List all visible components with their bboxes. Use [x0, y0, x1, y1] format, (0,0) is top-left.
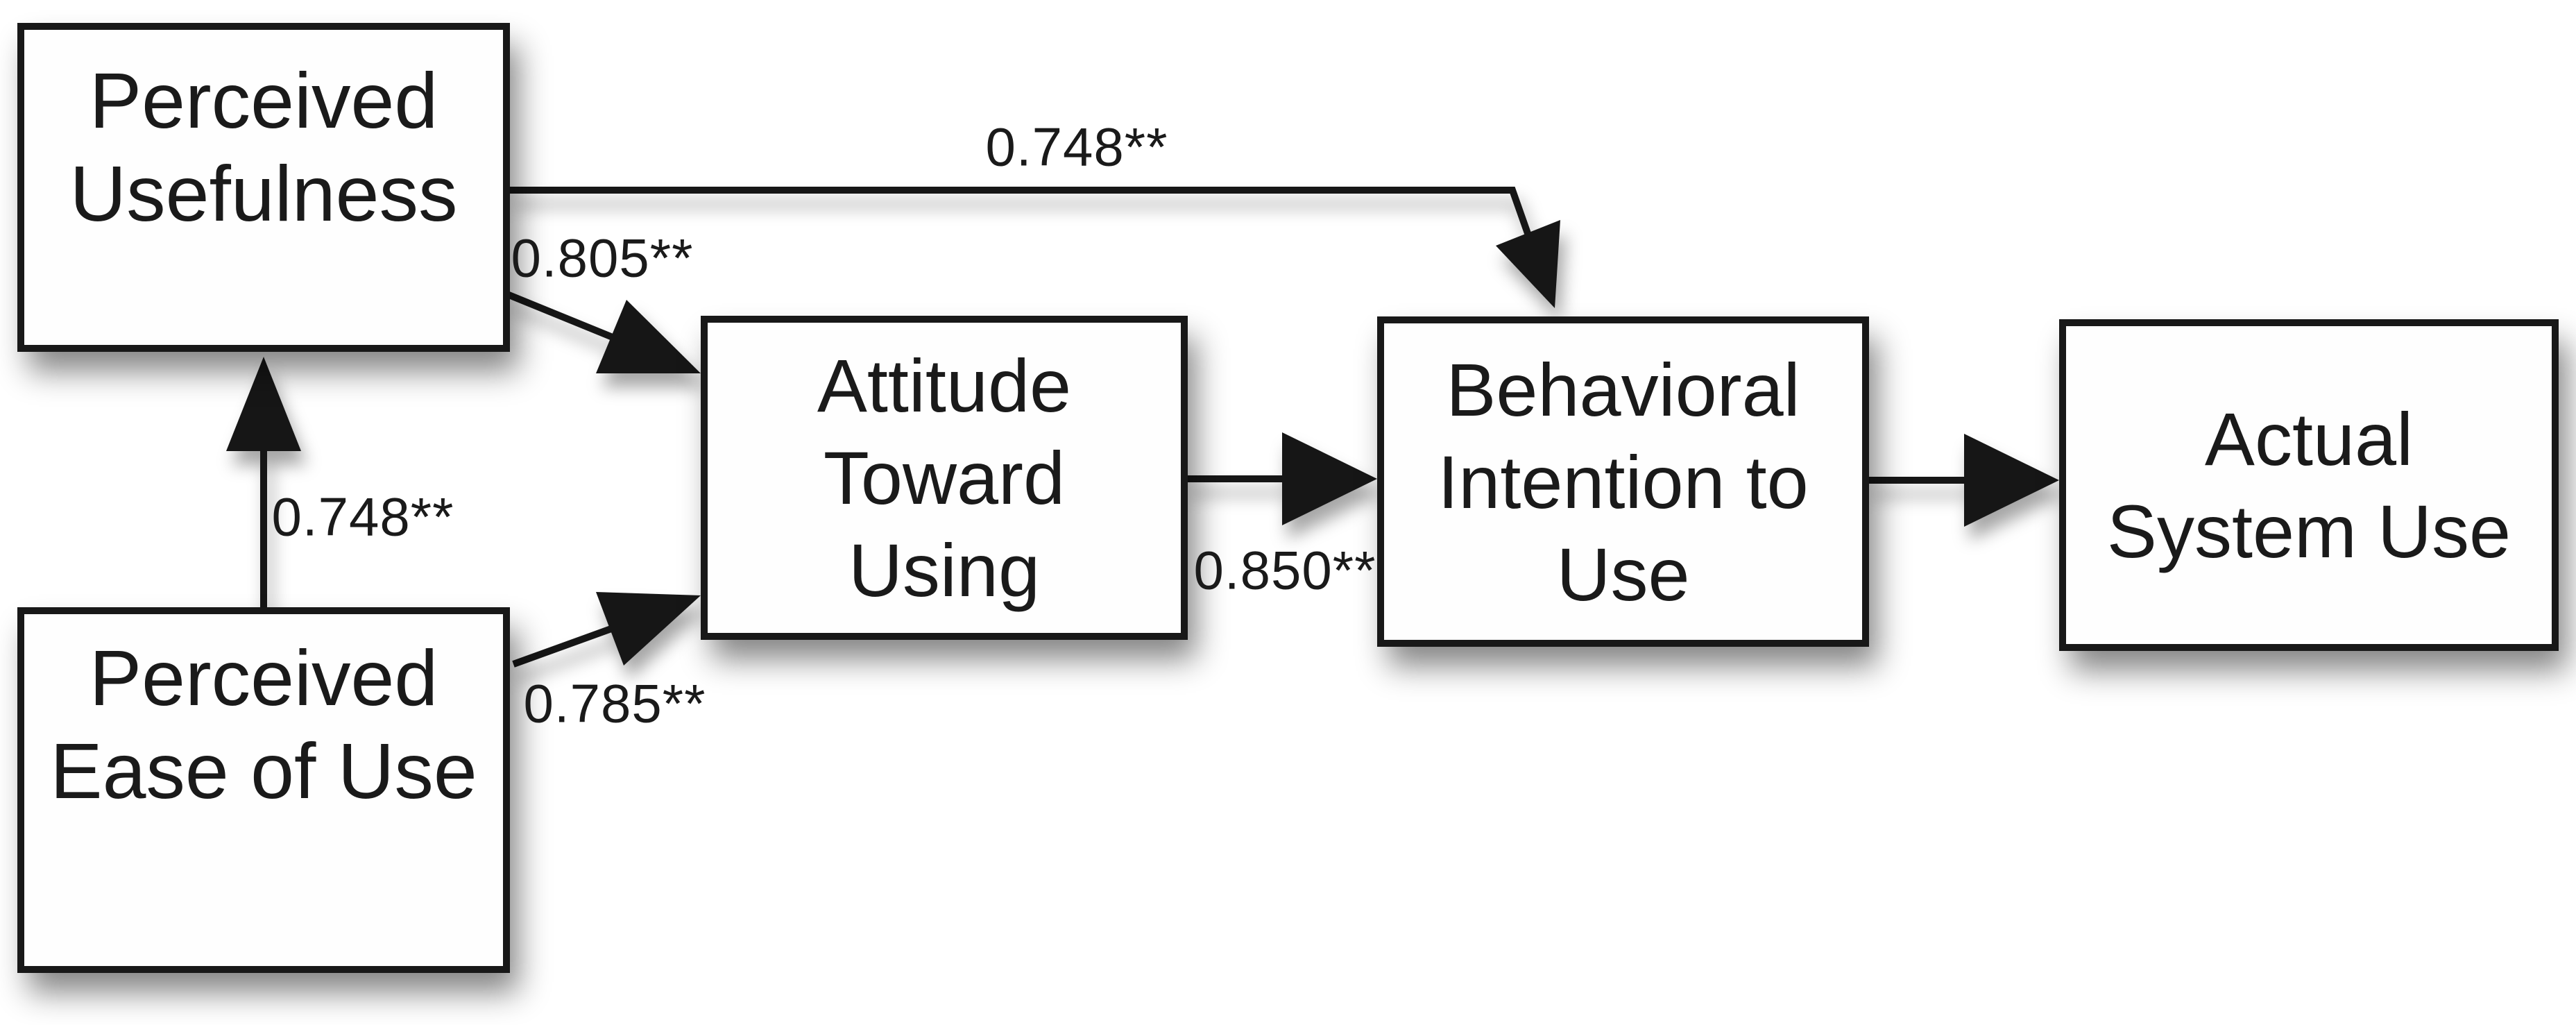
edge-bi-to-asu-arrow	[1869, 434, 2059, 527]
node-behavioral-intention-to-use: Behavioral Intention to Use	[1377, 316, 1869, 647]
coefficient-pu-to-bi: 0.748**	[985, 116, 1168, 178]
edge-peou-to-pu-arrow	[226, 357, 301, 609]
edge-pu-to-bi-arrow	[510, 187, 1560, 308]
node-attitude-toward-using: Attitude Toward Using	[701, 316, 1188, 640]
node-label-line: Actual	[2204, 397, 2414, 481]
node-actual-system-use: Actual System Use	[2059, 319, 2559, 651]
node-label-line: Use	[1556, 532, 1690, 616]
edge-pu-to-atu-arrow	[506, 291, 701, 373]
edge-peou-to-atu-arrow	[512, 592, 701, 668]
node-perceived-usefulness: Perceived Usefulness	[17, 23, 510, 352]
node-label-line: Attitude	[817, 344, 1072, 427]
coefficient-pu-to-atu: 0.805**	[511, 227, 694, 289]
node-label-line: Intention to	[1438, 439, 1809, 524]
node-label-line: Toward	[823, 436, 1066, 520]
coefficient-peou-to-pu: 0.748**	[271, 486, 454, 548]
node-label-line: System Use	[2106, 489, 2511, 573]
node-label-line: Perceived	[89, 57, 438, 144]
node-label-line: Perceived	[89, 634, 438, 722]
node-label-line: Usefulness	[69, 150, 458, 237]
coefficient-atu-to-bi: 0.850**	[1193, 539, 1376, 601]
coefficient-peou-to-atu: 0.785**	[523, 672, 706, 734]
edge-atu-to-bi-arrow	[1186, 432, 1377, 525]
node-perceived-ease-of-use: Perceived Ease of Use	[17, 607, 510, 973]
node-label-line: Ease of Use	[50, 727, 477, 815]
node-label-line: Behavioral	[1446, 347, 1800, 432]
node-label-line: Using	[848, 528, 1041, 612]
